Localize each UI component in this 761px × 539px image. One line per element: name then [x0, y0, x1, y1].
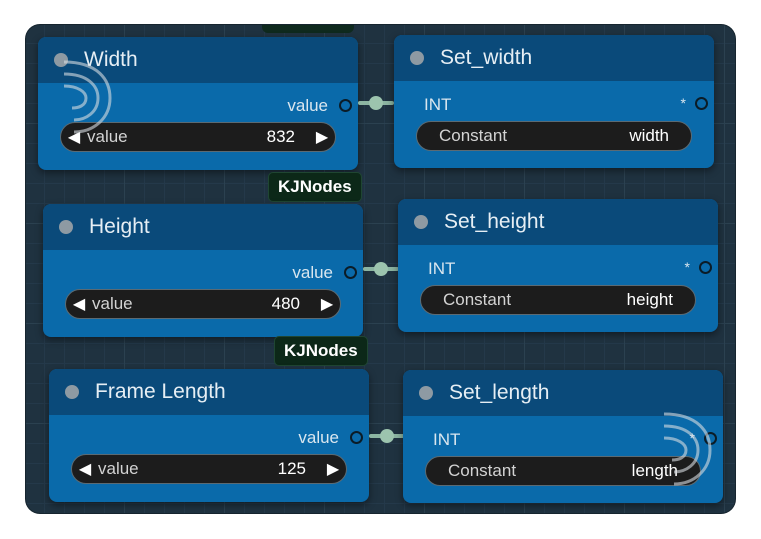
link-midpoint[interactable]	[374, 262, 388, 276]
input-type-label: INT	[428, 259, 456, 278]
input-type-label: INT	[424, 95, 452, 114]
node-title: Set_width	[440, 46, 533, 69]
wildcard-label: *	[689, 430, 695, 446]
widget-label: Constant	[443, 290, 512, 309]
spiral-logo-icon	[63, 60, 112, 134]
widget-value: height	[626, 290, 673, 309]
node-header[interactable]: Set_length	[403, 370, 723, 416]
widget-value: width	[629, 126, 669, 145]
widget-value: 480	[271, 294, 300, 313]
node-header[interactable]: Width	[38, 37, 358, 83]
widget-label: Constant	[439, 126, 508, 145]
node-header[interactable]: Set_height	[398, 199, 718, 245]
node-set-length[interactable]: Set_length INT * Constant length	[403, 370, 723, 503]
node-header[interactable]: Frame Length	[49, 369, 369, 415]
widget-value: length	[631, 461, 678, 480]
increment-arrow-icon[interactable]: ▶	[320, 296, 334, 313]
collapse-dot-icon[interactable]	[410, 51, 424, 65]
constant-widget[interactable]: Constant length	[425, 456, 701, 486]
widget-value: 832	[266, 127, 295, 146]
constant-widget[interactable]: Constant height	[420, 285, 696, 315]
node-set-height[interactable]: Set_height INT * Constant height	[398, 199, 718, 332]
collapse-dot-icon[interactable]	[65, 385, 79, 399]
number-widget[interactable]: ◀ value 832 ▶	[60, 122, 336, 152]
increment-arrow-icon[interactable]: ▶	[326, 461, 340, 478]
increment-arrow-icon[interactable]: ▶	[315, 129, 329, 146]
widget-value: 125	[277, 459, 306, 478]
input-type-label: INT	[433, 430, 461, 449]
widget-label: value	[87, 127, 128, 146]
node-title: Set_height	[444, 210, 545, 233]
node-width[interactable]: Width value ◀ value 832 ▶	[38, 37, 358, 170]
spiral-logo-icon	[663, 412, 712, 486]
output-slot[interactable]	[344, 266, 357, 279]
decrement-arrow-icon[interactable]: ◀	[78, 461, 92, 478]
node-title: Width	[84, 48, 138, 71]
node-header[interactable]: Set_width	[394, 35, 714, 81]
node-header[interactable]: Height	[43, 204, 363, 250]
node-title: Frame Length	[95, 380, 226, 403]
source-badge: KJNodes	[274, 336, 368, 366]
decrement-arrow-icon[interactable]: ◀	[72, 296, 86, 313]
output-slot[interactable]	[695, 97, 708, 110]
source-badge: KJNodes	[268, 172, 362, 202]
node-stub	[262, 25, 354, 33]
node-set-width[interactable]: Set_width INT * Constant width	[394, 35, 714, 168]
number-widget[interactable]: ◀ value 480 ▶	[65, 289, 341, 319]
link-midpoint[interactable]	[380, 429, 394, 443]
node-title: Height	[89, 215, 150, 238]
collapse-dot-icon[interactable]	[59, 220, 73, 234]
link-midpoint[interactable]	[369, 96, 383, 110]
collapse-dot-icon[interactable]	[419, 386, 433, 400]
node-height[interactable]: Height value ◀ value 480 ▶	[43, 204, 363, 337]
output-label: value	[287, 96, 328, 115]
wildcard-label: *	[684, 259, 690, 275]
number-widget[interactable]: ◀ value 125 ▶	[71, 454, 347, 484]
node-title: Set_length	[449, 381, 550, 404]
widget-label: Constant	[448, 461, 517, 480]
wildcard-label: *	[680, 95, 686, 111]
output-slot[interactable]	[339, 99, 352, 112]
constant-widget[interactable]: Constant width	[416, 121, 692, 151]
output-label: value	[298, 428, 339, 447]
widget-label: value	[98, 459, 139, 478]
output-label: value	[292, 263, 333, 282]
collapse-dot-icon[interactable]	[414, 215, 428, 229]
node-frame-length[interactable]: Frame Length value ◀ value 125 ▶	[49, 369, 369, 502]
output-slot[interactable]	[350, 431, 363, 444]
widget-label: value	[92, 294, 133, 313]
output-slot[interactable]	[699, 261, 712, 274]
